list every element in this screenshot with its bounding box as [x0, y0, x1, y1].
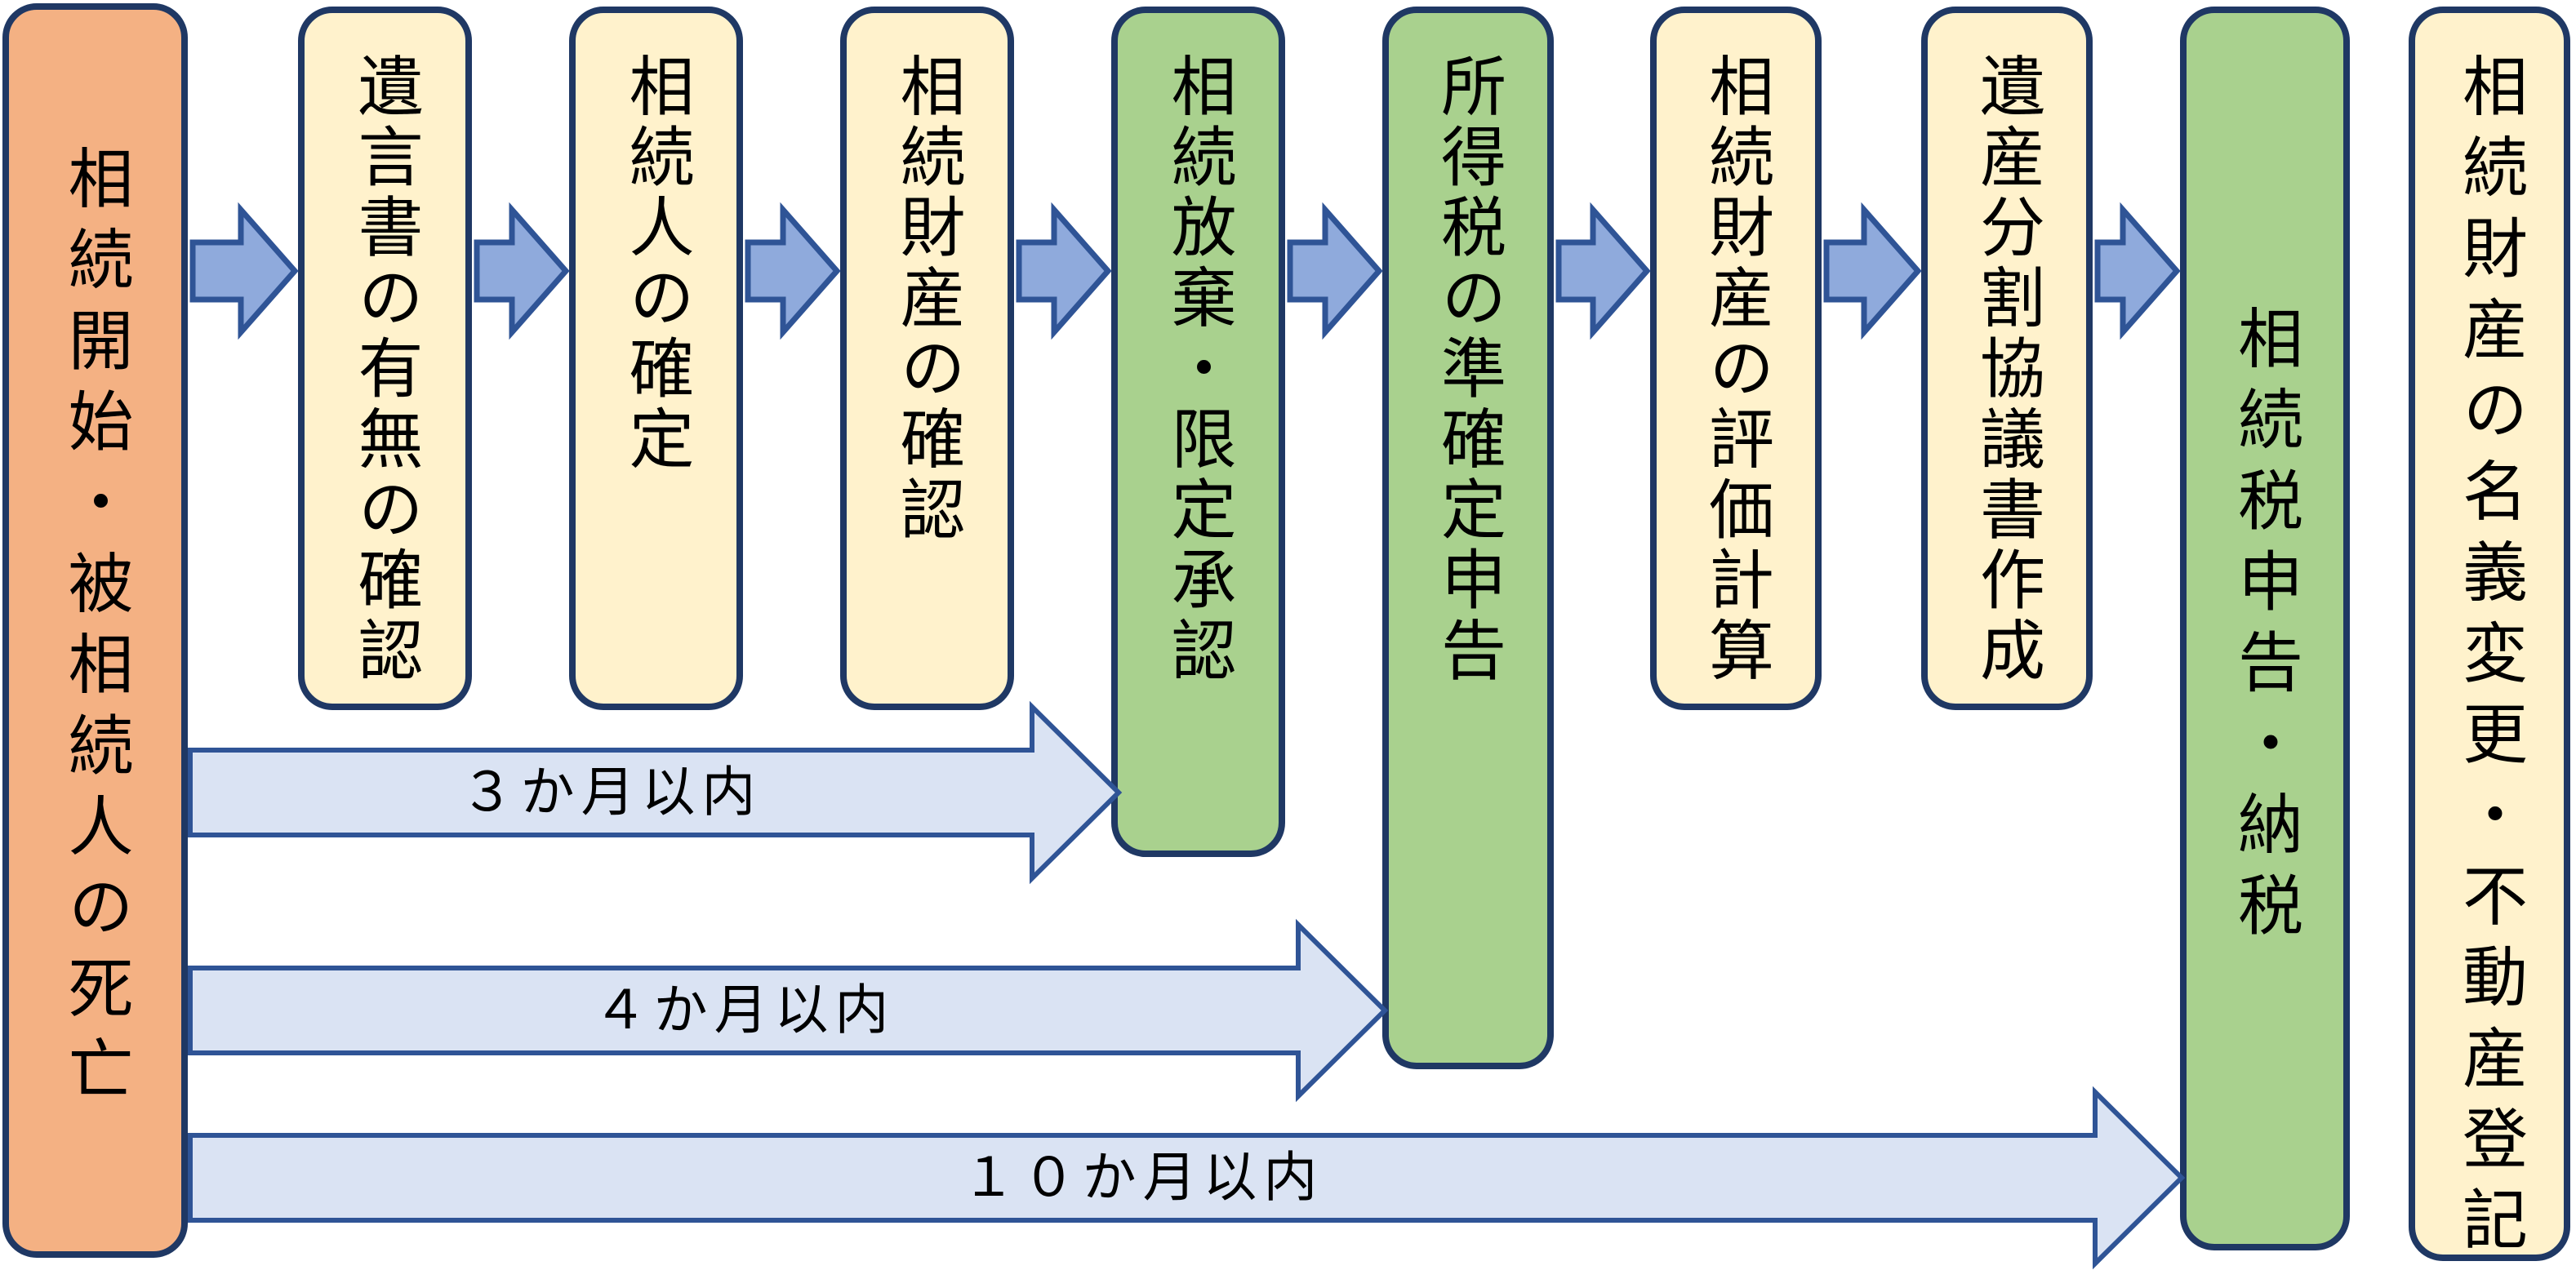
step-arrow-icon-5 — [1287, 202, 1383, 340]
box-label: 遺言書の有無の確認 — [347, 52, 424, 687]
step-arrow-icon-8 — [2094, 202, 2181, 340]
box-estate-valuation-calc: 相続財産の評価計算 — [1650, 7, 1822, 710]
box-label: 相続税申告・納税 — [2227, 304, 2303, 953]
step-arrow-icon-3 — [745, 202, 841, 340]
step-arrow-icon-6 — [1555, 202, 1651, 340]
box-renunciation-limited-acceptance: 相続放棄・限定承認 — [1111, 7, 1285, 857]
timeline-arrow-label-3-months: ３か月以内 — [460, 761, 763, 824]
box-estate-property-check: 相続財産の確認 — [840, 7, 1014, 710]
step-arrow-icon-7 — [1823, 202, 1922, 340]
timeline-arrow-label-10-months: １０か月以内 — [961, 1146, 1324, 1209]
box-inheritance-start: 相続開始・被相続人の死亡 — [2, 3, 188, 1258]
box-label: 相続財産の名義変更・不動産登記 — [2452, 52, 2528, 1267]
box-heir-determination: 相続人の確定 — [569, 7, 743, 710]
box-label: 相続開始・被相続人の死亡 — [57, 144, 134, 1117]
box-label: 相続財産の確認 — [889, 52, 966, 546]
box-label: 相続放棄・限定承認 — [1160, 52, 1237, 687]
box-label: 遺産分割協議書作成 — [1969, 52, 2045, 687]
box-will-existence-check: 遺言書の有無の確認 — [298, 7, 472, 710]
box-inheritance-tax-filing-payment: 相続税申告・納税 — [2180, 7, 2350, 1250]
step-arrow-icon-2 — [474, 202, 570, 340]
box-name-change-registration: 相続財産の名義変更・不動産登記 — [2409, 7, 2570, 1267]
step-arrow-icon-1 — [189, 202, 299, 340]
box-income-tax-quasi-final-return: 所得税の準確定申告 — [1382, 7, 1554, 1069]
timeline-arrow-label-4-months: ４か月以内 — [593, 979, 896, 1041]
box-label: 所得税の準確定申告 — [1430, 52, 1506, 687]
box-division-agreement-doc: 遺産分割協議書作成 — [1921, 7, 2093, 710]
box-label: 相続人の確定 — [618, 52, 695, 476]
box-label: 相続財産の評価計算 — [1698, 52, 1774, 687]
step-arrow-icon-4 — [1016, 202, 1112, 340]
